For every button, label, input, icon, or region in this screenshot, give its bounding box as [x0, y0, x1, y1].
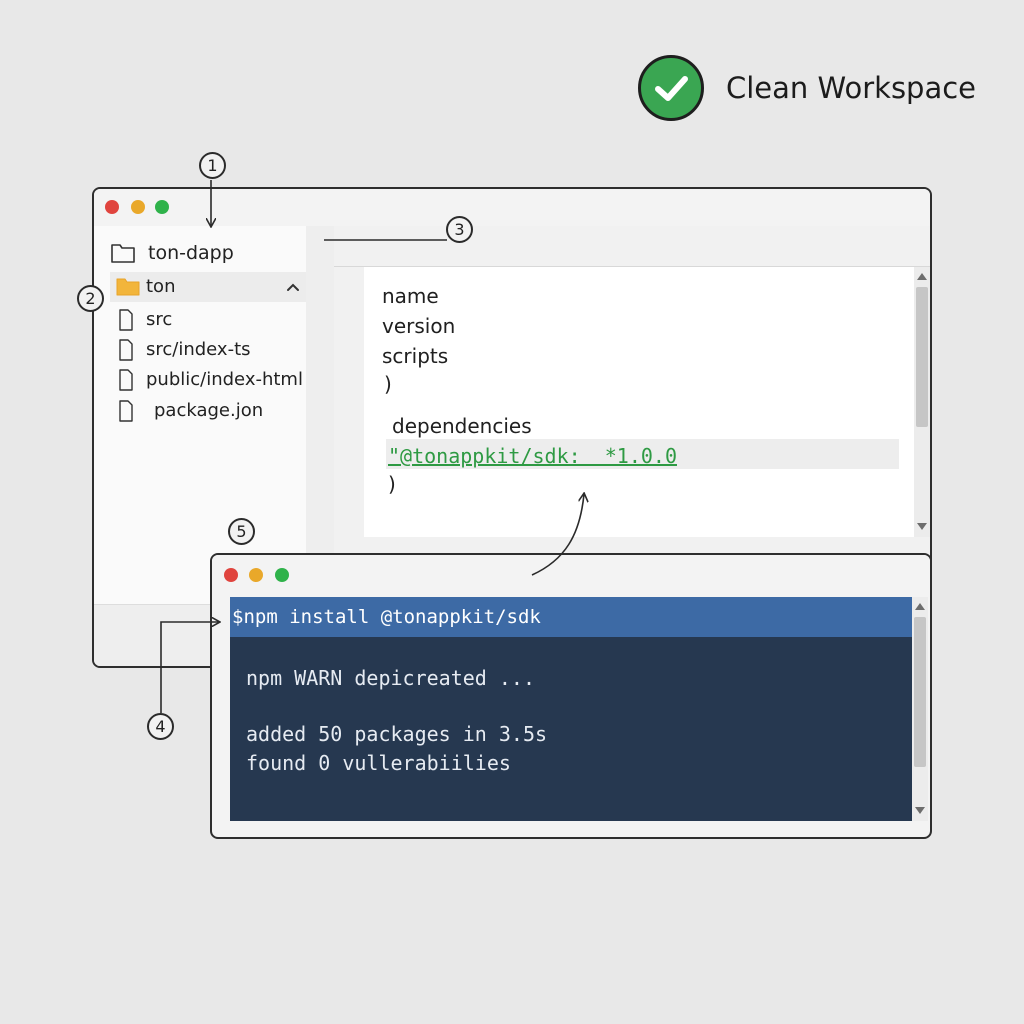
tree-root-label: ton-dapp: [148, 242, 234, 264]
tree-item-file[interactable]: src: [118, 308, 298, 332]
code-key-name: name: [382, 284, 439, 308]
status-badge-label: Clean Workspace: [726, 71, 977, 105]
terminal-window: $npm install @tonappkit/sdk npm WARN dep…: [210, 553, 932, 839]
tree-item-ton-label: ton: [146, 276, 176, 297]
code-key-dependencies: dependencies: [392, 414, 532, 438]
code-close-bracket: ): [384, 372, 392, 396]
file-icon: [119, 309, 133, 331]
minimize-window-button[interactable]: [249, 568, 263, 582]
callout-5: 5: [228, 518, 255, 545]
minimize-window-button[interactable]: [131, 200, 145, 214]
status-badge: [638, 55, 704, 121]
terminal-added-line: added 50 packages in 3.5s: [246, 722, 548, 746]
close-window-button[interactable]: [105, 200, 119, 214]
maximize-window-button[interactable]: [155, 200, 169, 214]
code-dependency-entry: "@tonappkit/sdk: *1.0.0: [388, 444, 677, 468]
code-key-scripts: scripts: [382, 344, 449, 368]
code-editor[interactable]: [364, 267, 914, 537]
folder-icon: [116, 278, 140, 296]
tree-item-file-label: public/index-html: [146, 369, 303, 390]
callout-2: 2: [77, 285, 104, 312]
tree-root-folder[interactable]: ton-dapp: [110, 241, 300, 267]
check-icon: [655, 76, 688, 101]
callout-4: 4: [147, 713, 174, 740]
tree-item-ton[interactable]: ton: [110, 272, 306, 302]
code-close-bracket: ): [388, 472, 396, 496]
editor-titlebar: [94, 189, 930, 228]
maximize-window-button[interactable]: [275, 568, 289, 582]
close-window-button[interactable]: [224, 568, 238, 582]
terminal-warn-line: npm WARN depicreated ...: [246, 666, 535, 690]
tree-item-file[interactable]: src/index-ts: [118, 338, 298, 362]
scroll-up-icon[interactable]: [917, 273, 927, 280]
chevron-up-icon[interactable]: [286, 282, 300, 292]
file-icon: [119, 339, 133, 361]
tree-item-file[interactable]: public/index-html: [118, 368, 304, 392]
tree-item-file-label: package.jon: [154, 400, 264, 421]
terminal-command: $npm install @tonappkit/sdk: [232, 606, 541, 628]
file-icon: [119, 369, 133, 391]
editor-scroll-thumb[interactable]: [916, 287, 928, 427]
code-key-version: version: [382, 314, 456, 338]
sidebar-gutter: [306, 226, 334, 604]
terminal-found-line: found 0 vullerabiilies: [246, 751, 511, 775]
terminal-titlebar: [212, 555, 930, 595]
scroll-up-icon[interactable]: [915, 603, 925, 610]
scroll-down-icon[interactable]: [917, 523, 927, 530]
tree-item-file-label: src: [146, 309, 173, 330]
callout-1: 1: [199, 152, 226, 179]
folder-outline-icon: [111, 244, 135, 263]
terminal-command-bar[interactable]: $npm install @tonappkit/sdk: [230, 597, 912, 637]
file-icon: [119, 400, 133, 422]
tree-item-file[interactable]: package.jon: [118, 399, 298, 423]
terminal-scroll-thumb[interactable]: [914, 617, 926, 767]
tree-item-file-label: src/index-ts: [146, 339, 251, 360]
editor-tab-bar: [334, 228, 930, 267]
code-line-highlight: [386, 439, 899, 469]
scroll-down-icon[interactable]: [915, 807, 925, 814]
callout-3: 3: [446, 216, 473, 243]
